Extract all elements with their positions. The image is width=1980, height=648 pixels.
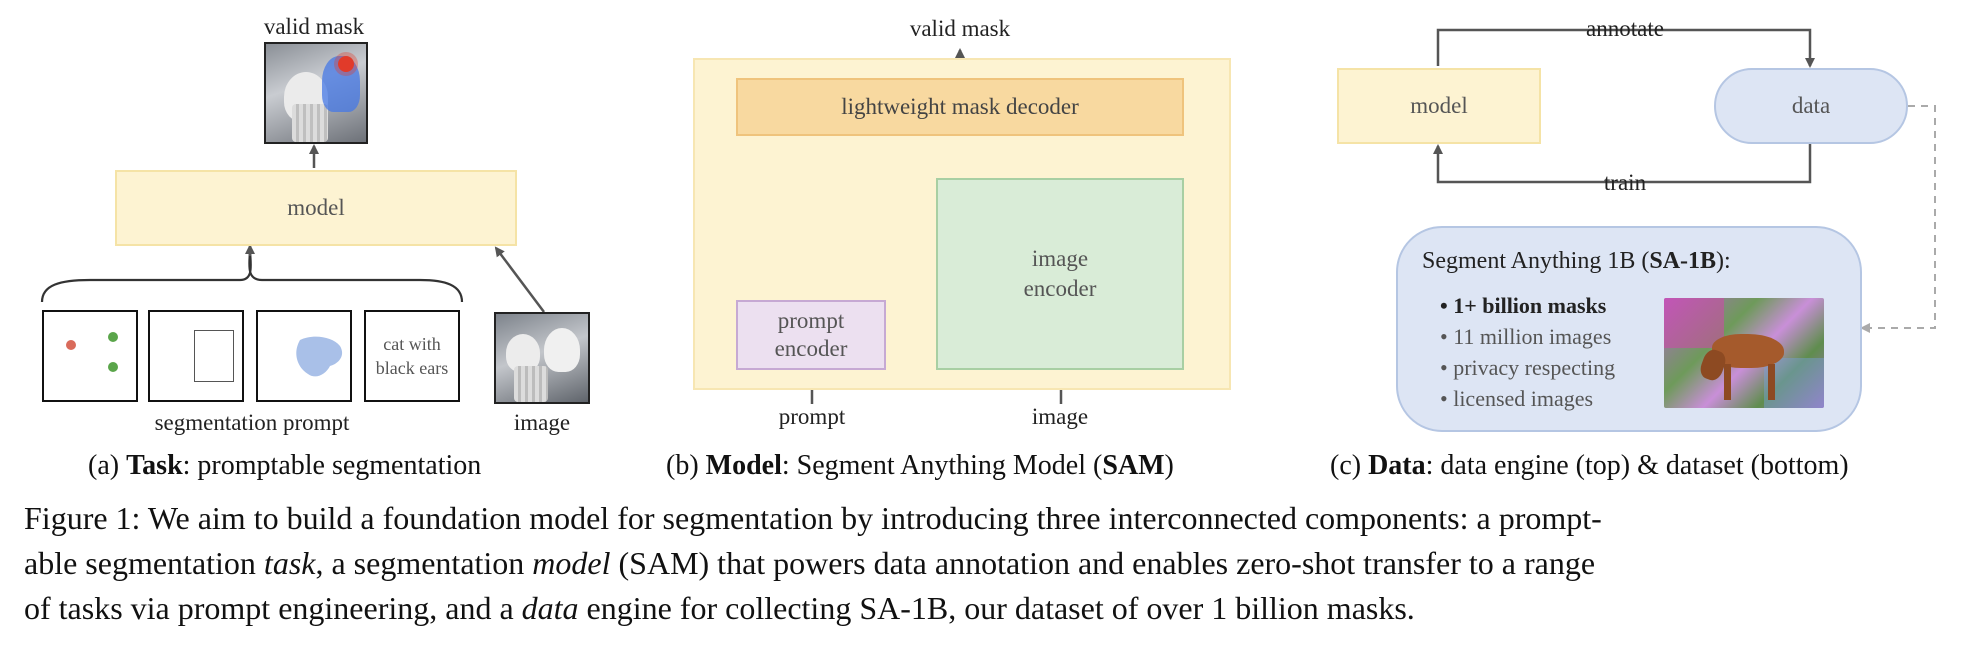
caption-italic-model: model bbox=[532, 545, 611, 581]
caption-text: of tasks via prompt engineering, and a bbox=[24, 590, 522, 626]
arrow-data-to-dataset bbox=[1860, 105, 1936, 333]
image-encoder-line2: encoder bbox=[1023, 276, 1097, 301]
green-point-icon bbox=[108, 362, 118, 372]
bounding-box-icon bbox=[194, 330, 234, 382]
annotate-label: annotate bbox=[1586, 16, 1664, 41]
box-prompt-panel bbox=[148, 310, 244, 402]
mask-blob-icon bbox=[296, 336, 343, 377]
arrow-data-to-model bbox=[1433, 142, 1812, 184]
figure-caption-line1: Figure 1: We aim to build a foundation m… bbox=[24, 500, 1602, 536]
caption-a-prefix: (a) bbox=[88, 450, 127, 481]
dataset-stats-list: • 1+ billion masks • 11 million images •… bbox=[1440, 290, 1615, 414]
prompt-input-label: prompt bbox=[778, 404, 846, 429]
train-label: train bbox=[1603, 170, 1647, 195]
cat-shape bbox=[506, 334, 540, 372]
dataset-title-bold: SA-1B bbox=[1649, 248, 1717, 274]
image-encoder-line1: image bbox=[1031, 246, 1089, 271]
arrow-image-to-model bbox=[494, 246, 545, 313]
caption-c-prefix: (c) bbox=[1330, 450, 1369, 481]
prompt-brace bbox=[40, 247, 464, 303]
caption-c: (c) Data: data engine (top) & dataset (b… bbox=[1330, 450, 1849, 482]
caption-text: , a segmentation bbox=[315, 545, 533, 581]
caption-a-bold: Task bbox=[126, 450, 183, 481]
mask-prompt-panel bbox=[256, 310, 352, 402]
horse-leg-shape bbox=[1724, 364, 1731, 400]
basket-shape bbox=[514, 366, 548, 402]
image-encoder-box: image encoder bbox=[936, 178, 1184, 370]
caption-b-prefix: (b) bbox=[666, 450, 706, 481]
valid-mask-label-b: valid mask bbox=[909, 16, 1011, 41]
data-box: data bbox=[1714, 68, 1908, 144]
model-box-a: model bbox=[115, 170, 517, 246]
horse-leg-shape bbox=[1768, 364, 1775, 400]
dataset-title: Segment Anything 1B (SA-1B): bbox=[1422, 248, 1731, 275]
dataset-item: • privacy respecting bbox=[1440, 355, 1616, 380]
caption-text: (SAM) that powers data annotation and en… bbox=[610, 545, 1596, 581]
text-prompt-line1: cat with bbox=[383, 334, 441, 354]
dataset-item: • licensed images bbox=[1440, 386, 1594, 411]
dataset-title-end: ): bbox=[1716, 248, 1731, 274]
caption-b-end: ) bbox=[1164, 450, 1174, 481]
red-click-point bbox=[338, 56, 354, 72]
prompt-encoder-line2: encoder bbox=[774, 336, 848, 361]
caption-b: (b) Model: Segment Anything Model (SAM) bbox=[666, 450, 1174, 482]
dataset-sample-photo bbox=[1664, 298, 1824, 408]
prompt-encoder-line1: prompt bbox=[777, 308, 845, 333]
caption-a: (a) Task: promptable segmentation bbox=[88, 450, 481, 482]
text-prompt-panel: cat with black ears bbox=[364, 310, 460, 402]
caption-a-rest: : promptable segmentation bbox=[182, 450, 482, 481]
valid-mask-photo bbox=[264, 42, 368, 144]
point-prompt-panel bbox=[42, 310, 138, 402]
caption-b-mid: : Segment Anything Model ( bbox=[781, 450, 1103, 481]
dataset-title-prefix: Segment Anything 1B ( bbox=[1422, 248, 1650, 274]
caption-italic-task: task bbox=[263, 545, 316, 581]
red-point-icon bbox=[66, 340, 76, 350]
prompt-encoder-box: prompt encoder bbox=[736, 300, 886, 370]
dataset-box: Segment Anything 1B (SA-1B): • 1+ billio… bbox=[1396, 226, 1862, 432]
text-prompt-line2: black ears bbox=[375, 358, 449, 378]
segment-overlay bbox=[1664, 298, 1724, 348]
caption-text: able segmentation bbox=[24, 545, 264, 581]
caption-c-rest: : data engine (top) & dataset (bottom) bbox=[1425, 450, 1849, 481]
green-point-icon bbox=[108, 332, 118, 342]
dataset-item: • 11 million images bbox=[1440, 324, 1612, 349]
dataset-item: • 1+ billion masks bbox=[1440, 293, 1607, 318]
model-box-c: model bbox=[1337, 68, 1541, 144]
basket-shape bbox=[292, 104, 328, 142]
figure-caption-line2: able segmentation task, a segmentation m… bbox=[24, 541, 1959, 586]
image-input-label-b: image bbox=[1031, 404, 1089, 429]
caption-c-bold: Data bbox=[1368, 450, 1426, 481]
segmentation-prompt-label: segmentation prompt bbox=[154, 410, 350, 435]
cat-shape bbox=[544, 328, 580, 372]
figure-caption: Figure 1: We aim to build a foundation m… bbox=[24, 496, 1959, 631]
image-label-a: image bbox=[513, 410, 571, 435]
caption-b-bold2: SAM bbox=[1102, 450, 1165, 481]
caption-b-bold: Model bbox=[705, 450, 782, 481]
valid-mask-label-a: valid mask bbox=[263, 14, 365, 39]
figure-caption-line3: of tasks via prompt engineering, and a d… bbox=[24, 586, 1959, 631]
input-image-photo-a bbox=[494, 312, 590, 404]
caption-italic-data: data bbox=[521, 590, 579, 626]
mask-decoder-box: lightweight mask decoder bbox=[736, 78, 1184, 136]
caption-text: engine for collecting SA-1B, our dataset… bbox=[578, 590, 1415, 626]
arrow-model-to-data bbox=[1436, 28, 1815, 68]
